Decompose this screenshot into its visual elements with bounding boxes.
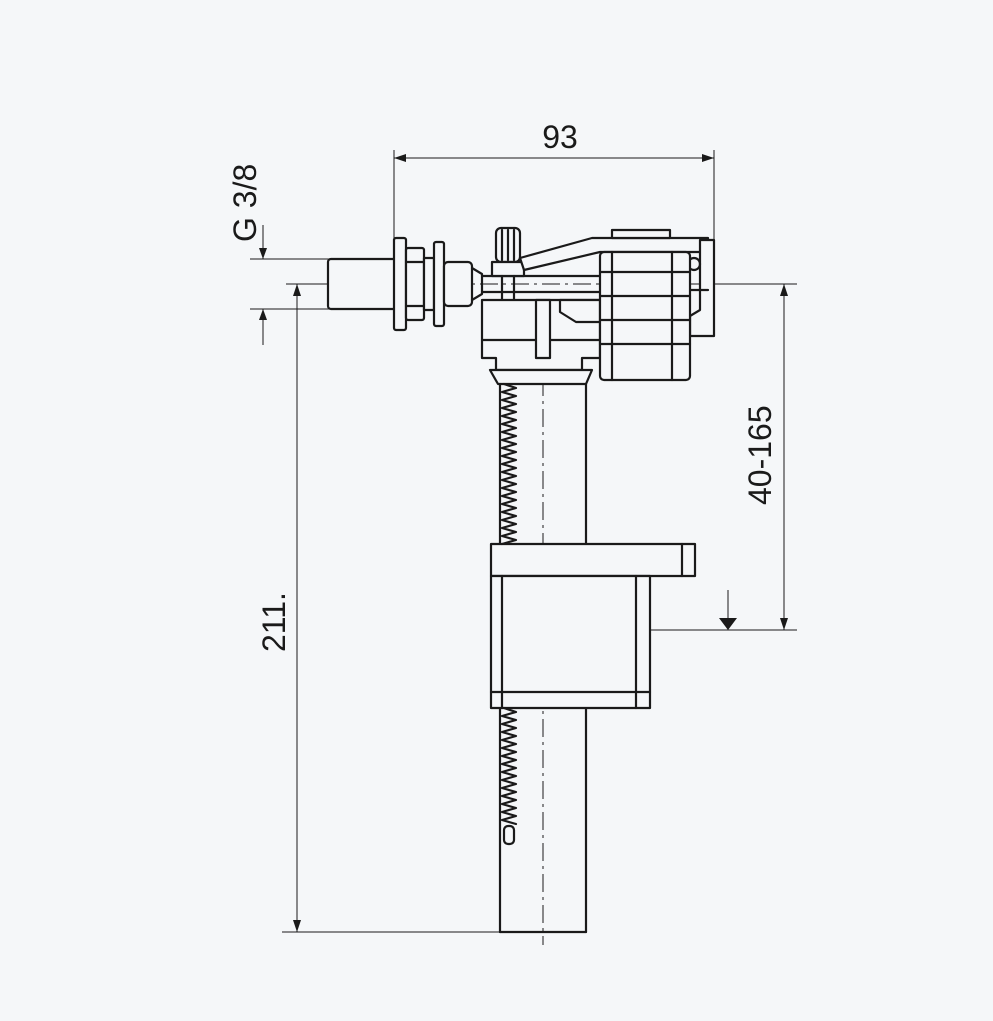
float-rod-lower	[500, 706, 518, 826]
dimension-width-label: 93	[542, 119, 578, 155]
dimension-height-label: 211.	[256, 592, 292, 652]
spring-lower-thread	[500, 706, 518, 826]
spring-upper-thread	[500, 382, 518, 546]
lock-nut	[422, 240, 484, 328]
float-cup	[489, 542, 697, 710]
dimension-width: 93	[393, 119, 715, 245]
float-rod-end	[502, 824, 516, 846]
fill-valve	[326, 226, 716, 934]
inlet-shank	[326, 257, 398, 311]
body-funnel	[488, 368, 594, 386]
dimension-thread-label: G 3/8	[227, 164, 263, 242]
flange	[392, 236, 426, 332]
dimension-height: 211.	[256, 283, 502, 933]
valve-housing	[480, 298, 602, 372]
dimension-thread: G 3/8	[227, 164, 330, 345]
diaphragm-cap	[598, 250, 692, 382]
float-rod-upper	[500, 382, 518, 546]
dimension-float-range-label: 40-165	[742, 405, 778, 505]
